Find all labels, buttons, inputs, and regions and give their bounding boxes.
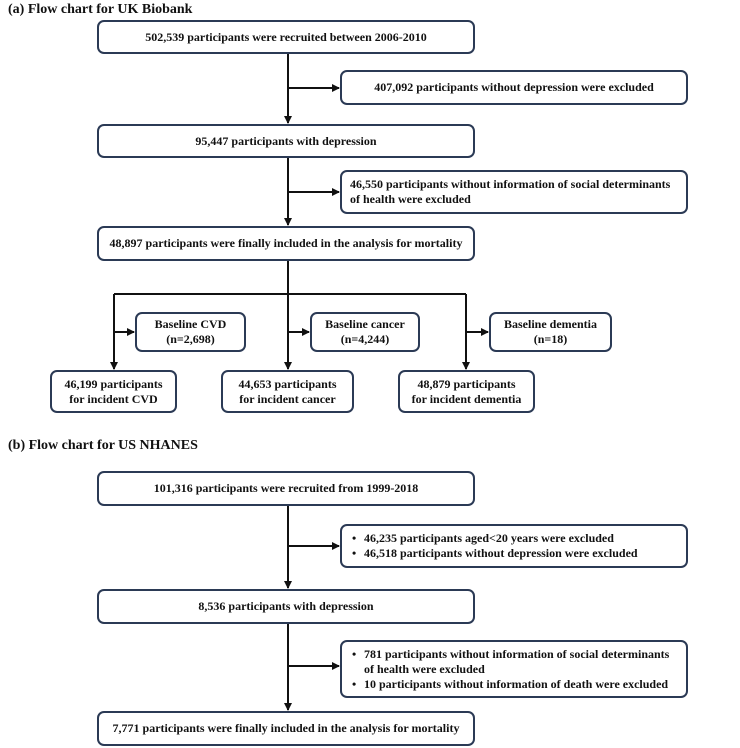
a-excluded-no-depression-box: 407,092 participants without depression … xyxy=(340,70,688,105)
a-baseline-cancer-line1: Baseline cancer xyxy=(325,317,405,331)
b-excluded-age-item: 46,235 participants aged<20 years were e… xyxy=(350,531,638,546)
a-baseline-dementia-box: Baseline dementia (n=18) xyxy=(489,312,612,352)
a-incident-cancer-line1: 44,653 participants xyxy=(238,376,337,391)
a-incident-dementia-line1: 48,879 participants xyxy=(417,376,516,391)
b-included-box: 7,771 participants were finally included… xyxy=(97,711,475,746)
b-excluded-death-item: 10 participants without information of d… xyxy=(350,677,669,692)
a-incident-cvd-line2: for incident CVD xyxy=(69,391,158,406)
b-excluded-sdoh-line2: of health were excluded xyxy=(364,661,485,676)
b-excluded-sdoh-item: 781 participants without information of … xyxy=(350,647,669,677)
a-excluded-no-depression-text: 407,092 participants without depression … xyxy=(374,80,654,94)
a-with-depression-box: 95,447 participants with depression xyxy=(97,124,475,158)
a-excluded-sdoh-box: 46,550 participants without information … xyxy=(340,170,688,214)
b-recruited-box: 101,316 participants were recruited from… xyxy=(97,471,475,506)
panel-b-title: (b) Flow chart for US NHANES xyxy=(8,438,198,453)
a-incident-cvd-line1: 46,199 participants xyxy=(64,376,163,391)
a-recruited-text: 502,539 participants were recruited betw… xyxy=(145,29,427,44)
a-baseline-cvd-line1: Baseline CVD xyxy=(154,317,227,331)
a-included-text: 48,897 participants were finally include… xyxy=(109,236,463,250)
b-recruited-text: 101,316 participants were recruited from… xyxy=(153,481,419,495)
a-baseline-dementia-line1: Baseline dementia xyxy=(504,317,597,331)
b-excluded-sdoh-death-box: 781 participants without information of … xyxy=(340,640,688,698)
a-baseline-cancer-line2: (n=4,244) xyxy=(340,332,390,346)
b-excluded-no-depression-item: 46,518 participants without depression w… xyxy=(350,546,638,561)
b-excluded-age-depression-box: 46,235 participants aged<20 years were e… xyxy=(340,524,688,568)
a-baseline-dementia-line2: (n=18) xyxy=(533,332,568,346)
b-included-text: 7,771 participants were finally included… xyxy=(112,721,460,735)
a-baseline-cvd-box: Baseline CVD (n=2,698) xyxy=(135,312,246,352)
panel-a-title: (a) Flow chart for UK Biobank xyxy=(8,2,193,17)
a-recruited-box: 502,539 participants were recruited betw… xyxy=(97,20,475,54)
a-incident-cancer-box: 44,653 participants for incident cancer xyxy=(221,370,354,413)
a-included-box: 48,897 participants were finally include… xyxy=(97,226,475,261)
a-baseline-cancer-box: Baseline cancer (n=4,244) xyxy=(310,312,420,352)
b-excluded-sdoh-death-list: 781 participants without information of … xyxy=(350,647,669,692)
a-incident-cancer-line2: for incident cancer xyxy=(239,391,336,406)
a-with-depression-text: 95,447 participants with depression xyxy=(195,133,377,148)
a-excluded-sdoh-line2: of health were excluded xyxy=(350,192,471,206)
a-incident-dementia-line2: for incident dementia xyxy=(411,391,522,406)
b-with-depression-text: 8,536 participants with depression xyxy=(198,599,374,613)
b-with-depression-box: 8,536 participants with depression xyxy=(97,589,475,624)
a-incident-dementia-box: 48,879 participants for incident dementi… xyxy=(398,370,535,413)
b-excluded-age-depression-list: 46,235 participants aged<20 years were e… xyxy=(350,531,638,561)
b-excluded-sdoh-line1: 781 participants without information of … xyxy=(364,646,670,661)
a-excluded-sdoh-line1: 46,550 participants without information … xyxy=(350,177,671,191)
a-incident-cvd-box: 46,199 participants for incident CVD xyxy=(50,370,177,413)
a-baseline-cvd-line2: (n=2,698) xyxy=(166,332,215,346)
